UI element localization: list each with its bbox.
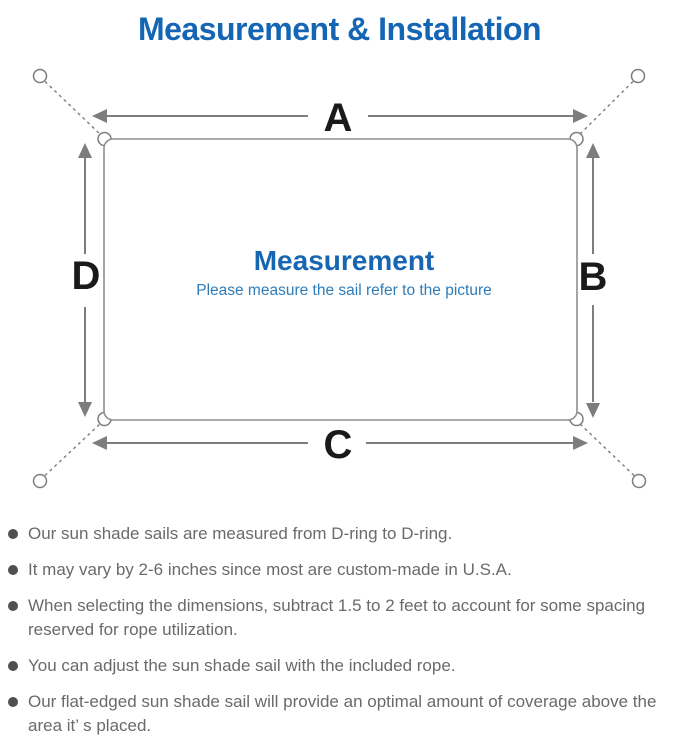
rope-line-bottom-left — [44, 422, 102, 477]
bullet-icon — [8, 529, 18, 539]
sail-outline — [103, 138, 578, 421]
dimension-arrow-c — [92, 436, 588, 450]
sail-measurement-diagram: A B C D Measurement Please measure the s… — [32, 68, 647, 489]
page-title: Measurement & Installation — [137, 10, 542, 47]
notes-list: Our sun shade sails are measured from D-… — [0, 518, 679, 738]
dimension-label-a: A — [324, 96, 353, 140]
anchor-point-bottom-left — [32, 473, 48, 489]
arrowhead-down-icon — [586, 403, 600, 418]
anchor-point-top-left — [32, 68, 48, 84]
diagram-subtitle: Please measure the sail refer to the pic… — [196, 282, 492, 299]
bullet-icon — [8, 661, 18, 671]
arrowhead-up-icon — [78, 143, 92, 158]
arrowhead-right-icon — [573, 436, 588, 450]
dimension-label-c: C — [324, 423, 353, 467]
rope-line-top-left — [44, 80, 102, 136]
bullet-icon — [8, 565, 18, 575]
dimension-arrow-a — [92, 109, 588, 123]
note-text: Our flat-edged sun shade sail will provi… — [28, 692, 657, 735]
arrowhead-right-icon — [573, 109, 588, 123]
dimension-arrows — [78, 109, 600, 450]
note-text: You can adjust the sun shade sail with t… — [28, 656, 456, 675]
note-text: When selecting the dimensions, subtract … — [28, 596, 646, 639]
list-item: Our flat-edged sun shade sail will provi… — [8, 690, 673, 738]
rope-line-bottom-right — [578, 422, 635, 477]
diagram-heading: Measurement — [254, 245, 435, 276]
bullet-icon — [8, 601, 18, 611]
note-text: Our sun shade sails are measured from D-… — [28, 524, 453, 543]
anchor-point-bottom-right — [631, 473, 647, 489]
arrowhead-up-icon — [586, 143, 600, 158]
note-text: It may vary by 2-6 inches since most are… — [28, 560, 512, 579]
bullet-icon — [8, 697, 18, 707]
dimension-label-b: B — [579, 255, 608, 299]
dimension-arrow-b — [586, 143, 600, 418]
anchor-point-top-right — [630, 68, 646, 84]
arrowhead-down-icon — [78, 402, 92, 417]
list-item: It may vary by 2-6 inches since most are… — [8, 558, 673, 582]
list-item: You can adjust the sun shade sail with t… — [8, 654, 673, 678]
anchor-points — [32, 68, 647, 489]
corner-d-rings — [97, 131, 584, 427]
dimension-label-d: D — [72, 254, 101, 298]
arrowhead-left-icon — [92, 109, 107, 123]
rope-line-top-right — [578, 81, 634, 136]
list-item: Our sun shade sails are measured from D-… — [8, 522, 673, 546]
dimension-arrow-d — [78, 143, 92, 417]
list-item: When selecting the dimensions, subtract … — [8, 594, 673, 642]
arrowhead-left-icon — [92, 436, 107, 450]
